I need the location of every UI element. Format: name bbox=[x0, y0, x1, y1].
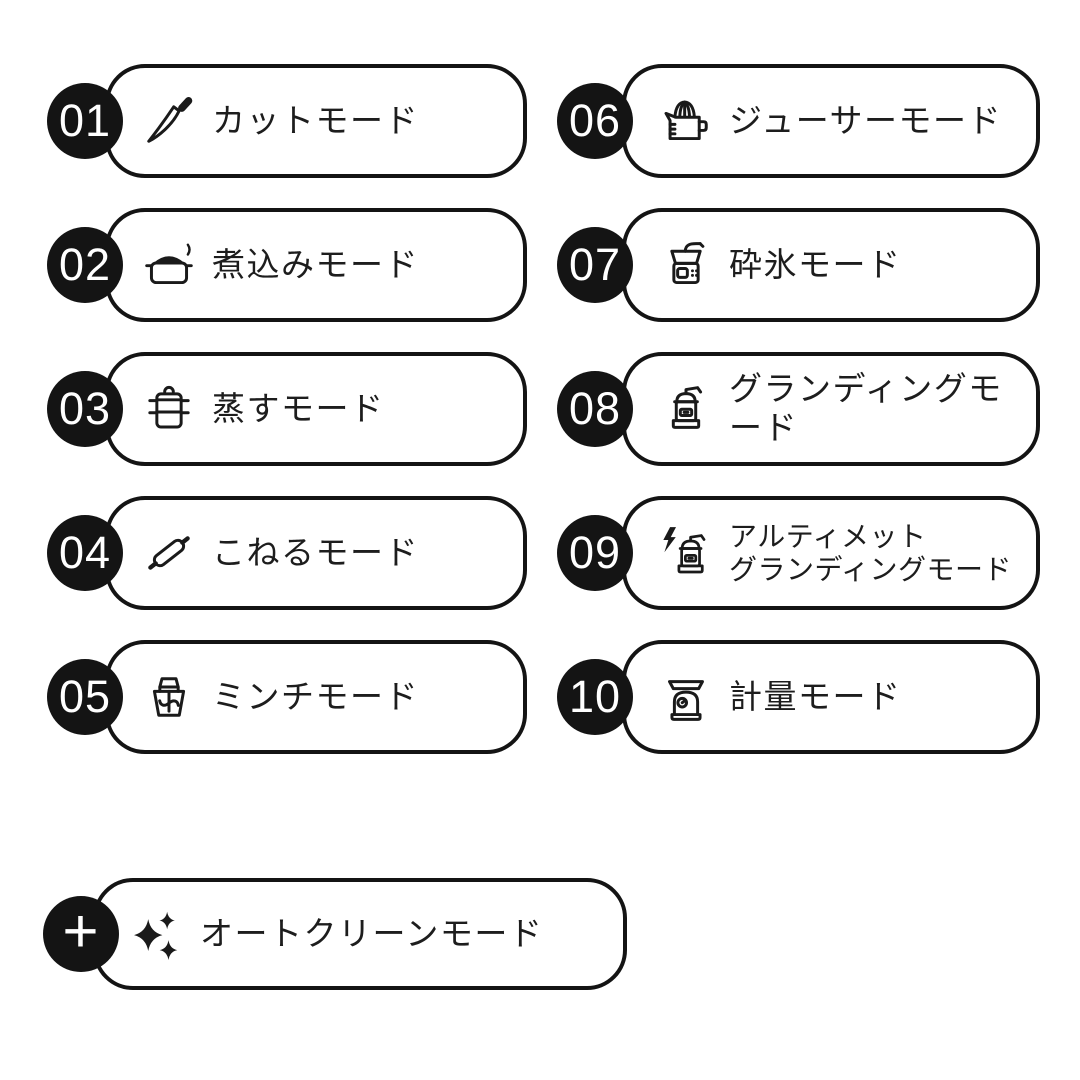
mode-number-badge: 04 bbox=[47, 515, 123, 591]
mode-label: カットモード bbox=[212, 101, 419, 139]
mode-pill: 煮込みモード bbox=[105, 208, 527, 322]
mode-label: アルティメット グランディングモード bbox=[729, 520, 1013, 585]
juicer-icon bbox=[659, 94, 713, 148]
coffee-mill-icon bbox=[659, 382, 713, 436]
mode-label: 計量モード bbox=[729, 677, 902, 715]
scale-icon bbox=[659, 670, 713, 724]
mode-pill: グランディングモード bbox=[622, 352, 1040, 466]
mode-label: グランディングモード bbox=[729, 370, 1003, 446]
mode-label: オートクリーンモード bbox=[200, 914, 544, 952]
mode-number-badge: 06 bbox=[557, 83, 633, 159]
mode-number-badge: 02 bbox=[47, 227, 123, 303]
mode-pill: こねるモード bbox=[105, 496, 527, 610]
pot-icon bbox=[142, 238, 196, 292]
mode-label: 砕氷モード bbox=[729, 245, 902, 283]
mode-number-badge: 10 bbox=[557, 659, 633, 735]
mode-number-badge: 03 bbox=[47, 371, 123, 447]
sparkles-icon bbox=[130, 907, 184, 961]
mode-pill: ジューサーモード bbox=[622, 64, 1040, 178]
rolling-pin-icon bbox=[142, 526, 196, 580]
mode-pill: カットモード bbox=[105, 64, 527, 178]
mode-number-badge: 07 bbox=[557, 227, 633, 303]
mode-pill: 計量モード bbox=[622, 640, 1040, 754]
mode-label: ジューサーモード bbox=[729, 101, 1003, 139]
knife-icon bbox=[142, 94, 196, 148]
ice-crusher-icon bbox=[659, 238, 713, 292]
mode-plus-badge: + bbox=[43, 896, 119, 972]
mode-label: 蒸すモード bbox=[212, 389, 385, 427]
mode-pill: 蒸すモード bbox=[105, 352, 527, 466]
mode-number-badge: 05 bbox=[47, 659, 123, 735]
mode-label: ミンチモード bbox=[212, 677, 419, 715]
powered-mill-icon bbox=[659, 526, 713, 580]
mode-number-badge: 01 bbox=[47, 83, 123, 159]
mode-number-badge: 09 bbox=[557, 515, 633, 591]
steamer-icon bbox=[142, 382, 196, 436]
chopper-icon bbox=[142, 670, 196, 724]
mode-pill: 砕氷モード bbox=[622, 208, 1040, 322]
mode-label: 煮込みモード bbox=[212, 245, 419, 283]
mode-pill: オートクリーンモード bbox=[93, 878, 627, 990]
mode-pill: ミンチモード bbox=[105, 640, 527, 754]
mode-number-badge: 08 bbox=[557, 371, 633, 447]
mode-pill: アルティメット グランディングモード bbox=[622, 496, 1040, 610]
mode-label: こねるモード bbox=[212, 533, 419, 571]
